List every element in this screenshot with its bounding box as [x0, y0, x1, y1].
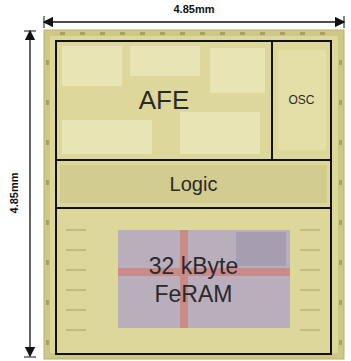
- oscillator-area: [278, 50, 326, 150]
- block-label: OSC: [288, 93, 314, 107]
- block-osc: OSC: [271, 40, 332, 161]
- peripheral-lines: [66, 230, 320, 330]
- dimension-tick: [44, 16, 45, 28]
- bond-pads: [46, 32, 342, 345]
- analog-blocks: [62, 46, 265, 154]
- logic-area: [60, 165, 327, 203]
- width-dimension: [44, 21, 344, 22]
- block-memory: 32 kByte FeRAM: [55, 207, 332, 355]
- dimension-label: 4.85mm: [8, 172, 20, 215]
- dimension-tick: [24, 357, 36, 358]
- block-label: 32 kByte FeRAM: [129, 253, 259, 308]
- dimension-tick: [344, 16, 345, 28]
- block-label: AFE: [139, 85, 190, 116]
- block-afe: AFE: [55, 40, 273, 161]
- memory-array: [118, 230, 290, 328]
- dimension-label: 4.85mm: [173, 3, 216, 15]
- die-core: [50, 36, 338, 353]
- block-label: Logic: [170, 172, 218, 196]
- block-logic: Logic: [55, 159, 332, 209]
- height-dimension: [29, 31, 30, 356]
- dimension-tick: [24, 31, 36, 32]
- die: [44, 30, 344, 359]
